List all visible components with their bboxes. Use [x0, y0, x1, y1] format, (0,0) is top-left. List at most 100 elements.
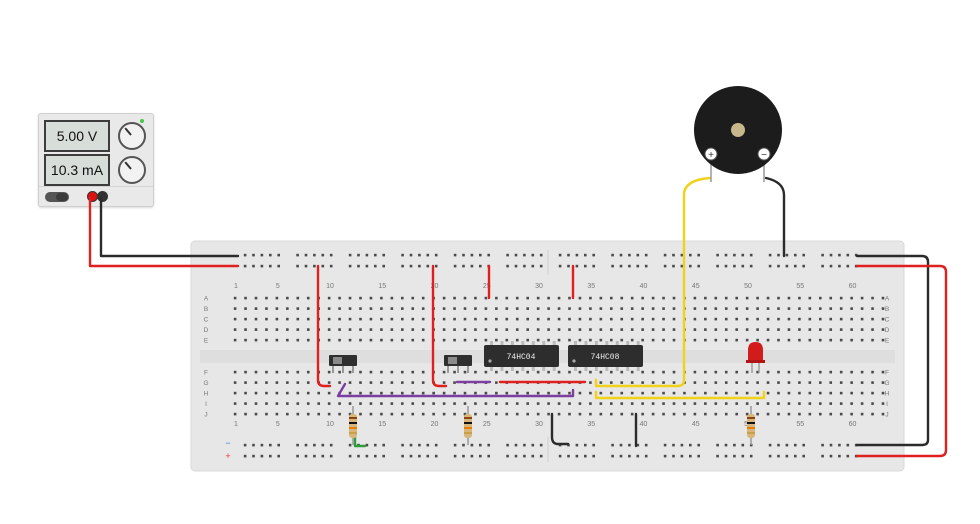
- hole[interactable]: [369, 402, 373, 405]
- hole[interactable]: [557, 307, 561, 310]
- hole[interactable]: [484, 391, 488, 395]
- hole[interactable]: [557, 328, 561, 331]
- rail-hole[interactable]: [829, 454, 833, 458]
- rail-hole[interactable]: [374, 264, 377, 268]
- voltage-knob-icon[interactable]: [118, 122, 146, 150]
- hole[interactable]: [704, 296, 707, 300]
- hole[interactable]: [850, 381, 853, 384]
- rail-hole[interactable]: [269, 454, 272, 458]
- rail-hole[interactable]: [426, 264, 430, 268]
- hole[interactable]: [672, 381, 676, 384]
- hole[interactable]: [787, 381, 791, 384]
- hole[interactable]: [881, 328, 885, 331]
- hole[interactable]: [693, 317, 697, 321]
- hole[interactable]: [390, 317, 394, 321]
- current-knob-icon[interactable]: [118, 156, 146, 184]
- rail-hole[interactable]: [401, 454, 404, 458]
- hole[interactable]: [390, 338, 394, 342]
- hole[interactable]: [547, 307, 550, 310]
- hole[interactable]: [338, 317, 341, 321]
- rail-hole[interactable]: [313, 264, 316, 268]
- hole[interactable]: [348, 370, 352, 374]
- rail-hole[interactable]: [749, 443, 753, 447]
- hole[interactable]: [819, 370, 822, 374]
- hole[interactable]: [630, 338, 634, 342]
- hole[interactable]: [599, 402, 603, 405]
- rail-hole[interactable]: [802, 264, 805, 268]
- rail-hole[interactable]: [514, 253, 518, 257]
- rail-hole[interactable]: [304, 253, 308, 257]
- hole[interactable]: [589, 381, 592, 384]
- hole[interactable]: [421, 296, 425, 300]
- hole[interactable]: [286, 296, 289, 300]
- rail-hole[interactable]: [487, 253, 490, 257]
- hole[interactable]: [610, 296, 613, 300]
- hole[interactable]: [610, 328, 613, 331]
- hole[interactable]: [651, 412, 655, 416]
- rail-hole[interactable]: [539, 454, 543, 458]
- rail-hole[interactable]: [277, 264, 280, 268]
- hole[interactable]: [348, 412, 352, 416]
- hole[interactable]: [662, 317, 665, 321]
- hole[interactable]: [704, 307, 707, 310]
- hole[interactable]: [442, 412, 446, 416]
- hole[interactable]: [745, 328, 749, 331]
- hole[interactable]: [829, 370, 833, 374]
- hole[interactable]: [286, 412, 289, 416]
- hole[interactable]: [745, 296, 749, 300]
- hole[interactable]: [380, 317, 383, 321]
- rail-hole[interactable]: [567, 443, 570, 447]
- rail-hole[interactable]: [365, 443, 369, 447]
- hole[interactable]: [306, 338, 310, 342]
- hole[interactable]: [327, 402, 331, 405]
- rail-hole[interactable]: [296, 264, 299, 268]
- hole[interactable]: [777, 296, 780, 300]
- hole[interactable]: [819, 328, 822, 331]
- hole[interactable]: [484, 307, 488, 310]
- rail-hole[interactable]: [277, 454, 280, 458]
- hole[interactable]: [306, 412, 310, 416]
- hole[interactable]: [505, 412, 509, 416]
- hole[interactable]: [515, 317, 519, 321]
- rail-hole[interactable]: [531, 264, 535, 268]
- hole[interactable]: [672, 296, 676, 300]
- hole[interactable]: [589, 412, 592, 416]
- hole[interactable]: [704, 381, 707, 384]
- rail-hole[interactable]: [584, 443, 587, 447]
- rail-hole[interactable]: [741, 253, 745, 257]
- hole[interactable]: [787, 328, 791, 331]
- hole[interactable]: [536, 338, 540, 342]
- hole[interactable]: [714, 370, 718, 374]
- hole[interactable]: [766, 328, 770, 331]
- hole[interactable]: [327, 412, 331, 416]
- hole[interactable]: [327, 381, 331, 384]
- hole[interactable]: [233, 370, 237, 374]
- hole[interactable]: [808, 402, 812, 405]
- hole[interactable]: [630, 402, 634, 405]
- hole[interactable]: [411, 307, 415, 310]
- hole[interactable]: [254, 307, 258, 310]
- hole[interactable]: [547, 402, 550, 405]
- hole[interactable]: [359, 381, 362, 384]
- hole[interactable]: [630, 307, 634, 310]
- switch1-red-wire[interactable]: [316, 264, 332, 388]
- rail-hole[interactable]: [697, 264, 700, 268]
- hole[interactable]: [881, 317, 885, 321]
- rail-hole[interactable]: [733, 443, 736, 447]
- rail-hole[interactable]: [592, 443, 595, 447]
- hole[interactable]: [798, 381, 801, 384]
- hole[interactable]: [515, 296, 519, 300]
- rail-hole[interactable]: [592, 454, 595, 458]
- hole[interactable]: [630, 381, 634, 384]
- rail-hole[interactable]: [434, 443, 438, 447]
- rail-hole[interactable]: [768, 443, 772, 447]
- hole[interactable]: [401, 402, 404, 405]
- rail-hole[interactable]: [821, 454, 824, 458]
- rail-hole[interactable]: [506, 454, 509, 458]
- hole[interactable]: [421, 370, 425, 374]
- rail-hole[interactable]: [838, 443, 841, 447]
- rail-hole[interactable]: [777, 443, 780, 447]
- hole[interactable]: [463, 296, 467, 300]
- rail-hole[interactable]: [777, 253, 780, 257]
- hole[interactable]: [432, 402, 435, 405]
